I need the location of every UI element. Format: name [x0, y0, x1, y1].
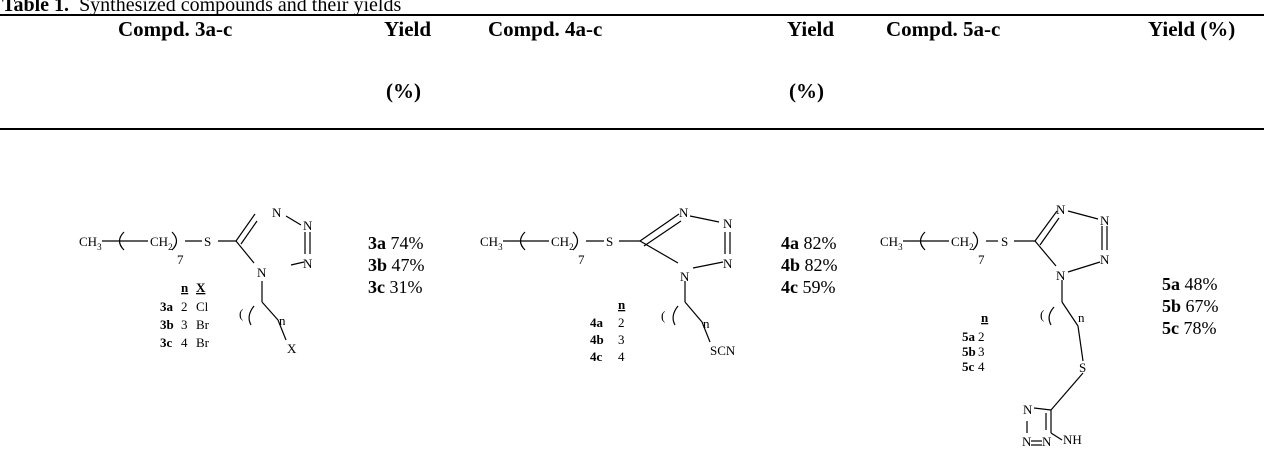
n-value: 4: [618, 349, 625, 364]
n-value: 3: [181, 317, 188, 332]
header-yield-3: Yield: [384, 17, 432, 41]
n-atom: N: [303, 256, 313, 271]
n-var-label: n: [1078, 310, 1085, 325]
compound-id: 3a: [160, 299, 174, 314]
paren-open: (: [661, 308, 665, 323]
n-atom: N: [1056, 268, 1066, 283]
n-value: 2: [618, 315, 625, 330]
n-value: 4: [978, 359, 985, 374]
n-atom: N: [257, 265, 267, 280]
yield-row: 5c 78%: [1162, 318, 1217, 338]
compound-id: 4c: [590, 349, 603, 364]
repeat-7-label: 7: [978, 252, 985, 267]
ch3-label: CH3: [79, 234, 102, 252]
header-compd-3: Compd. 3a-c: [118, 17, 233, 41]
scn-label: SCN: [710, 343, 736, 358]
header-compd-4: Compd. 4a-c: [488, 17, 603, 41]
col-n-header: n: [618, 297, 626, 312]
n-value: 3: [618, 332, 625, 347]
nh-label: NH: [1063, 432, 1082, 447]
n-atom: N: [680, 269, 690, 284]
header-yield-4-unit: (%): [789, 79, 824, 103]
structure-compound-5: CH3 CH2 7 S N N N N ( n S N NH N N n 5a …: [880, 202, 1110, 449]
yield-row: 4a 82%: [781, 233, 837, 253]
n-atom: N: [679, 205, 689, 220]
n-atom: N: [1023, 402, 1033, 417]
table-caption: Table 1. Synthesized compounds and their…: [2, 0, 401, 17]
compound-id: 5a: [962, 329, 976, 344]
n-atom: N: [303, 218, 313, 233]
paren-open: (: [239, 306, 243, 321]
paren-open: (: [1040, 307, 1044, 322]
sulfur-label: S: [1079, 360, 1086, 375]
x-value: Br: [196, 317, 210, 332]
ch3-label: CH3: [880, 234, 903, 252]
n-atom: N: [723, 256, 733, 271]
n-value: 2: [978, 329, 985, 344]
repeat-7-label: 7: [177, 252, 184, 267]
compound-id: 4a: [590, 315, 604, 330]
header-compd-5: Compd. 5a-c: [886, 17, 1001, 41]
col-n-header: n: [981, 310, 989, 325]
yield-row: 4b 82%: [781, 255, 838, 275]
n-var-label: n: [703, 316, 710, 331]
n-atom: N: [1042, 434, 1052, 449]
ch3-label: CH3: [480, 234, 503, 252]
compound-id: 5b: [962, 344, 976, 359]
ch2-label: CH2: [551, 234, 574, 252]
col-x-header: X: [196, 280, 206, 295]
yield-row: 3b 47%: [368, 255, 425, 275]
ch2-label: CH2: [951, 234, 974, 252]
n-atom: N: [1022, 434, 1032, 449]
header-rule: [0, 128, 1264, 130]
structure-compound-4: CH3 CH2 7 S N N N N ( n SCN n 4a 2 4b 3 …: [480, 205, 736, 364]
header-yield-5: Yield (%): [1148, 17, 1236, 41]
yield-row: 5b 67%: [1162, 296, 1219, 316]
ch2-label: CH2: [150, 234, 173, 252]
n-atom: N: [723, 216, 733, 231]
compound-id: 5c: [962, 359, 975, 374]
n-atom: N: [272, 205, 282, 220]
x-value: Br: [196, 335, 210, 350]
sulfur-label: S: [606, 234, 613, 249]
repeat-7-label: 7: [578, 252, 585, 267]
n-value: 4: [181, 335, 188, 350]
n-atom: N: [1100, 252, 1110, 267]
compound-id: 3b: [160, 317, 174, 332]
x-value: Cl: [196, 299, 209, 314]
header-yield-3-unit: (%): [386, 79, 421, 103]
yields-compound-3: 3a 74% 3b 47% 3c 31%: [368, 232, 425, 298]
sulfur-label: S: [204, 234, 211, 249]
structure-compound-3: CH3 CH2 7 S N N N N ( n X n X 3a 2 Cl 3b…: [79, 205, 313, 356]
yield-row: 3a 74%: [368, 233, 424, 253]
yields-compound-4: 4a 82% 4b 82% 4c 59%: [781, 232, 838, 298]
compound-id: 3c: [160, 335, 173, 350]
sulfur-label: S: [1001, 234, 1008, 249]
n-var-label: n: [279, 313, 286, 328]
x-substituent-label: X: [287, 341, 297, 356]
yield-row: 3c 31%: [368, 277, 423, 297]
header-yield-4: Yield: [787, 17, 835, 41]
compound-id: 4b: [590, 332, 604, 347]
col-n-header: n: [181, 280, 189, 295]
n-value: 3: [978, 344, 985, 359]
yield-row: 4c 59%: [781, 277, 836, 297]
yield-row: 5a 48%: [1162, 274, 1218, 294]
n-atom: N: [1056, 202, 1066, 217]
top-rule: [0, 14, 1264, 16]
caption-text: Synthesized compounds and their yields: [79, 0, 402, 16]
yields-compound-5: 5a 48% 5b 67% 5c 78%: [1162, 273, 1219, 339]
n-atom: N: [1100, 213, 1110, 228]
n-value: 2: [181, 299, 188, 314]
caption-prefix: Table 1.: [2, 0, 70, 16]
